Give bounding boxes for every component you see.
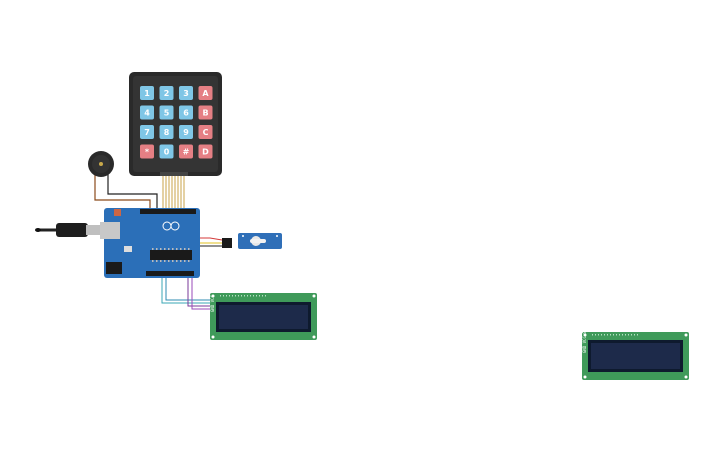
- keypad-key-7[interactable]: 7: [140, 125, 154, 139]
- keypad-key-label: 8: [164, 128, 170, 137]
- keypad-key-5[interactable]: 5: [159, 105, 174, 120]
- keypad-key-label: C: [203, 128, 209, 137]
- usb-port: [100, 222, 120, 239]
- keypad-key-label: D: [202, 148, 209, 157]
- micro-servo[interactable]: [222, 233, 282, 249]
- keypad-4x4[interactable]: 1 2 3 A 4 5 6 B 7 8 9 C * 0 # D: [129, 72, 222, 176]
- analog-header: [146, 271, 194, 276]
- keypad-key-6[interactable]: 6: [179, 105, 193, 120]
- keypad-key-0[interactable]: 0: [159, 144, 174, 159]
- keypad-key-9[interactable]: 9: [179, 125, 193, 139]
- keypad-key-4[interactable]: 4: [140, 105, 154, 120]
- keypad-key-c[interactable]: C: [198, 125, 213, 139]
- keypad-ribbon-wires[interactable]: [162, 175, 185, 208]
- crystal: [124, 246, 132, 252]
- lcd-header-pins: [592, 334, 638, 336]
- keypad-key-label: 7: [144, 128, 150, 137]
- keypad-key-a[interactable]: A: [198, 86, 213, 100]
- keypad-key-3[interactable]: 3: [179, 86, 193, 100]
- lcd-pin-labels: GND VCC SDA SCL: [210, 275, 215, 312]
- lcd-header-pins: [220, 295, 266, 297]
- lcd-display-1[interactable]: GND VCC SDA SCL: [210, 275, 317, 340]
- lcd-wire-teal-2[interactable]: [165, 278, 212, 301]
- usb-cable[interactable]: [35, 223, 102, 237]
- keypad-key-label: 0: [164, 148, 170, 157]
- keypad-key-label: 3: [183, 89, 189, 98]
- chip-pins: [152, 248, 190, 262]
- servo-horn[interactable]: [250, 239, 266, 243]
- keypad-key-label: *: [145, 148, 150, 157]
- keypad-key-label: 2: [164, 89, 170, 98]
- digital-header: [140, 209, 196, 214]
- keypad-key-label: 5: [164, 109, 170, 118]
- keypad-key-d[interactable]: D: [198, 144, 213, 159]
- keypad-key-star[interactable]: *: [140, 144, 154, 159]
- keypad-key-hash[interactable]: #: [179, 144, 193, 159]
- keypad-key-label: A: [202, 89, 209, 98]
- atmega-chip: [150, 250, 192, 260]
- keypad-key-1[interactable]: 1: [140, 86, 154, 100]
- keypad-key-2[interactable]: 2: [159, 86, 174, 100]
- keypad-key-label: 9: [183, 128, 189, 137]
- arduino-logo-icon: [162, 221, 180, 231]
- lcd-pin-labels: GND VCC SDA SCL: [582, 316, 587, 353]
- lcd-wire-purple-2[interactable]: [191, 278, 212, 310]
- keypad-key-label: B: [202, 109, 208, 118]
- keypad-key-label: 1: [144, 89, 150, 98]
- lcd-screen: [591, 343, 680, 369]
- piezo-buzzer[interactable]: [88, 151, 114, 177]
- lcd-wire-teal-1[interactable]: [161, 278, 212, 304]
- lcd-display-2[interactable]: GND VCC SDA SCL: [582, 316, 689, 380]
- keypad-key-b[interactable]: B: [198, 105, 213, 120]
- reset-button[interactable]: [114, 209, 121, 216]
- keypad-key-label: 4: [144, 109, 150, 118]
- lcd-screen: [219, 305, 308, 329]
- arduino-uno-board[interactable]: [100, 208, 200, 278]
- buzzer-wire-brown[interactable]: [94, 172, 151, 212]
- power-jack: [106, 262, 122, 274]
- keypad-key-label: #: [183, 148, 190, 157]
- keypad-key-label: 6: [183, 109, 189, 118]
- keypad-keys: 1 2 3 A 4 5 6 B 7 8 9 C * 0 # D: [140, 86, 213, 159]
- lcd-wire-purple-1[interactable]: [187, 278, 212, 307]
- keypad-key-8[interactable]: 8: [159, 125, 174, 139]
- buzzer-wire-black[interactable]: [107, 172, 158, 212]
